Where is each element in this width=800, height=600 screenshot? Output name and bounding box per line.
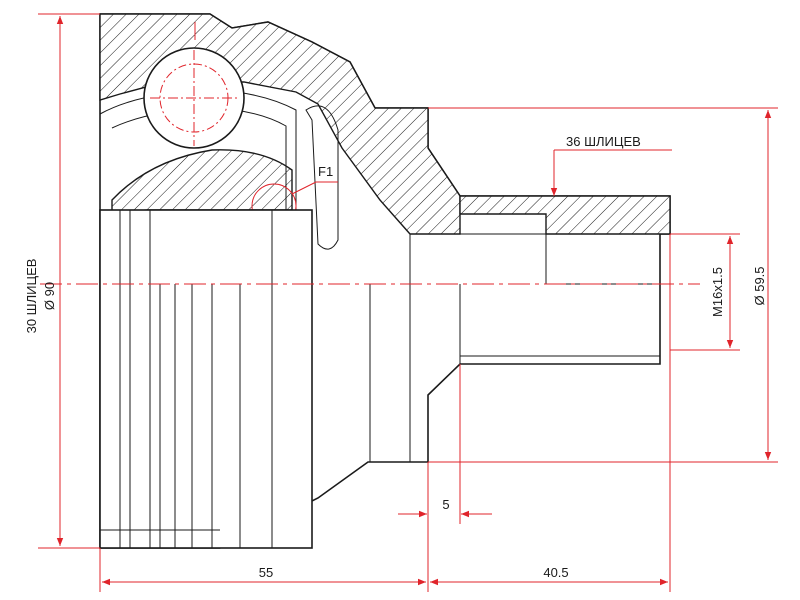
label-shaft-length: 40.5 <box>543 565 568 580</box>
label-step: 5 <box>442 497 449 512</box>
label-detail-ref: F1 <box>318 164 333 179</box>
label-body-length: 55 <box>259 565 273 580</box>
label-splines-shaft: 36 ШЛИЦЕВ <box>566 134 641 149</box>
label-thread: M16x1.5 <box>710 267 725 317</box>
bore-outline <box>99 209 313 549</box>
boot-groove <box>305 105 339 250</box>
inner-race-section <box>111 149 293 213</box>
label-splines-outer: 30 ШЛИЦЕВ <box>24 259 39 334</box>
label-diameter-outer: Ø 90 <box>42 282 57 310</box>
label-diameter-shaft: Ø 59.5 <box>752 266 767 305</box>
detail-leader <box>291 181 317 195</box>
